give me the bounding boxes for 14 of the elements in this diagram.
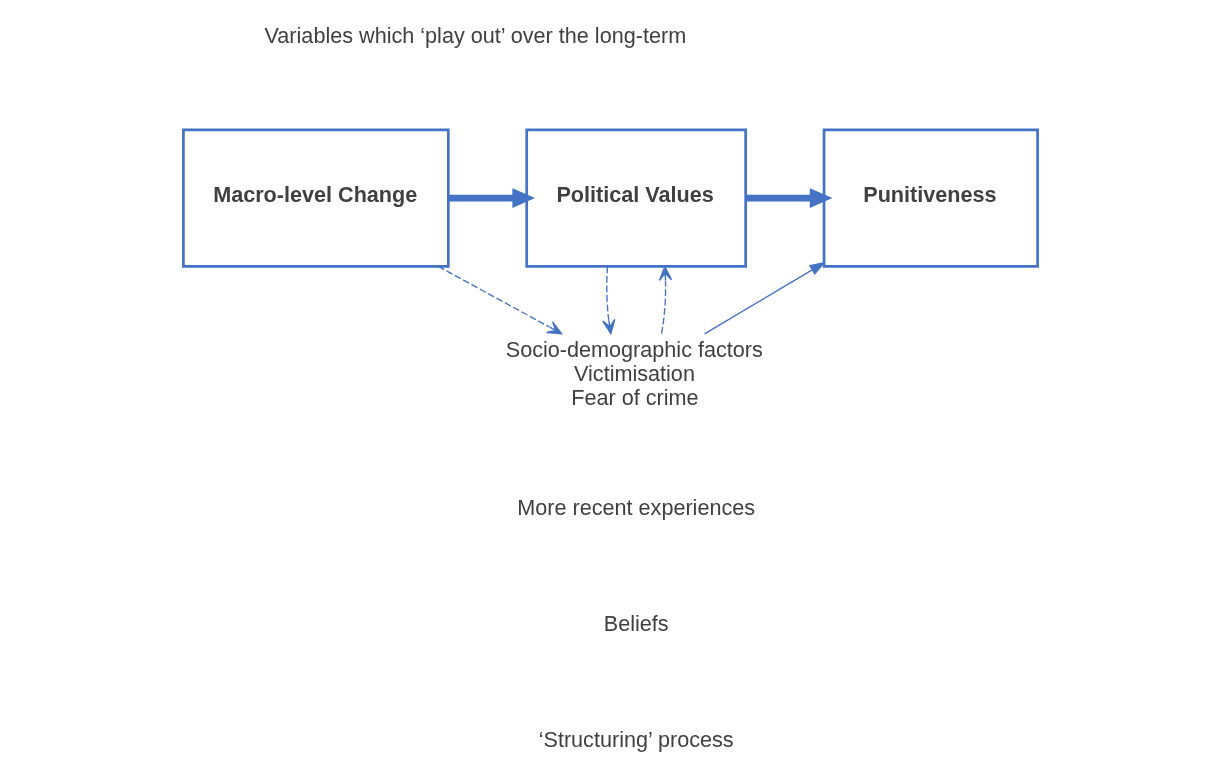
arrow: [745, 188, 832, 208]
label: Beliefs: [603, 610, 669, 636]
label: ‘Structuring’ process: [538, 727, 734, 753]
arrow: [601, 265, 615, 335]
node-box: Macro-level Change: [181, 128, 450, 268]
arrow: [448, 188, 535, 208]
label: Variables which ‘play out’ over the long-term: [264, 23, 686, 49]
arrow: [658, 265, 672, 335]
node-box: Political Values: [524, 128, 747, 268]
node-box: Punitiveness: [822, 128, 1039, 268]
arrow: [703, 261, 826, 335]
node-text: Socio-demographic factors Victimisation Fear of crime: [505, 336, 763, 411]
label: More recent experiences: [516, 494, 755, 520]
arrow: [437, 265, 562, 335]
